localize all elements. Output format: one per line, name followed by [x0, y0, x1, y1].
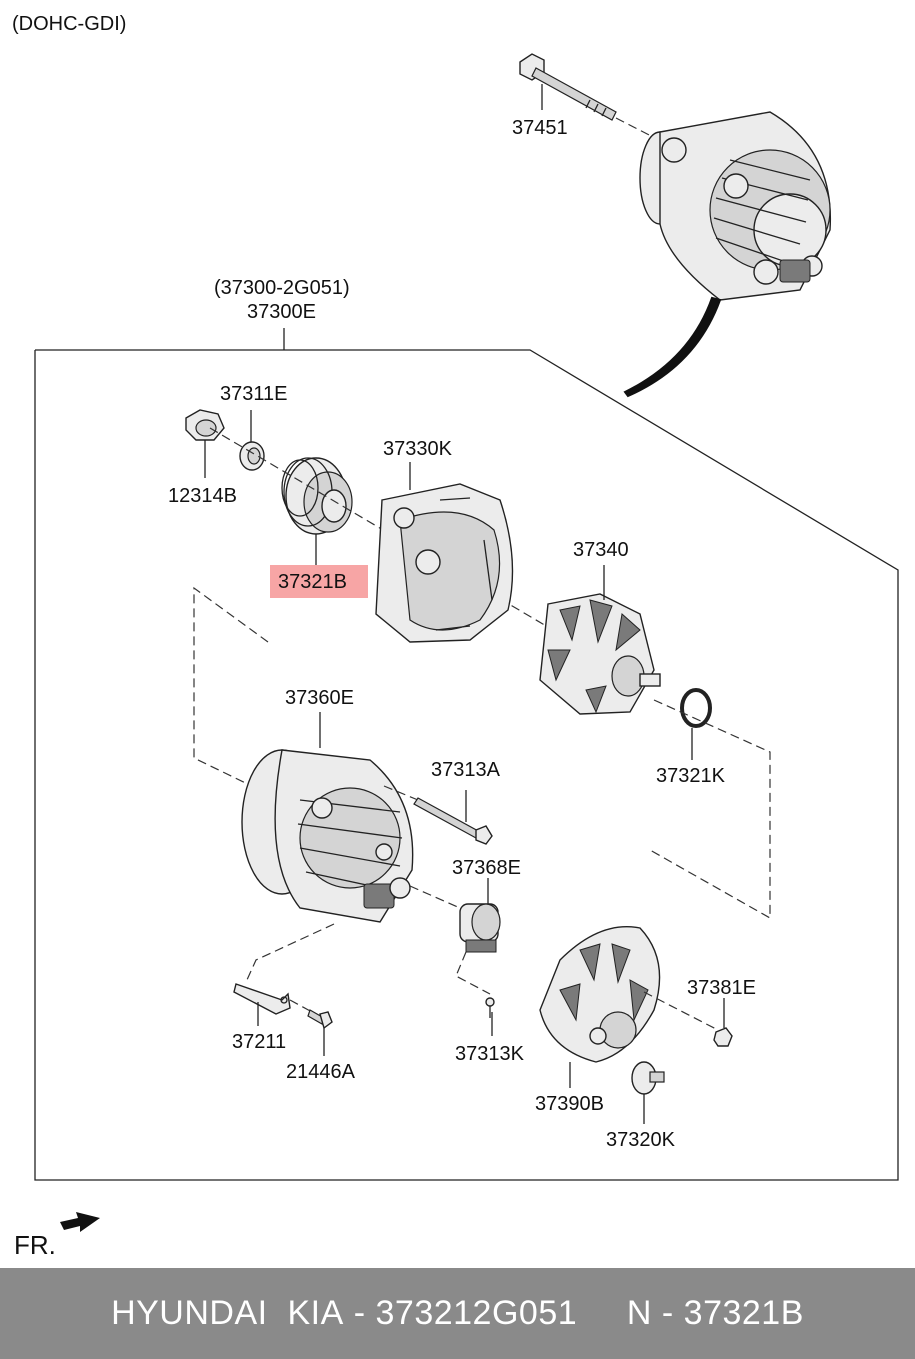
part-label-37340: 37340 — [573, 539, 629, 561]
part-label-37211: 37211 — [232, 1031, 286, 1053]
part-label-37321k: 37321K — [656, 765, 726, 787]
stator-rectifier-37360e — [241, 749, 414, 923]
footer-brand: HYUNDAI KIA — [111, 1294, 344, 1332]
part-label-21446a: 21446A — [286, 1061, 356, 1083]
part-label-37321b: 37321B — [278, 571, 347, 593]
nut-12314b — [185, 409, 225, 441]
highlight-box — [270, 565, 368, 598]
direction-label: FR. — [14, 1230, 56, 1260]
part-label-37368e: 37368E — [452, 857, 521, 879]
brush-holder-37368e — [459, 903, 501, 953]
nut-37381e — [713, 1027, 733, 1047]
terminal-37320k — [631, 1061, 665, 1095]
alternator-assembly-image — [639, 111, 832, 301]
bracket-37211 — [233, 983, 291, 1015]
engine-label: (DOHC-GDI) — [12, 13, 126, 35]
part-label-12314b: 12314B — [168, 485, 237, 507]
part-label-37381e: 37381E — [687, 977, 756, 999]
part-label-37311e: 37311E — [220, 383, 287, 405]
rear-cover-37390b — [539, 926, 661, 1063]
part-label-37330k: 37330K — [383, 438, 453, 460]
front-arrow-icon — [60, 1212, 100, 1232]
o-ring-37321k — [680, 688, 712, 728]
part-label-37313k: 37313K — [455, 1043, 525, 1065]
pulley-37321b — [281, 457, 353, 535]
footer-banner: HYUNDAI KIA - 373212G051 N - 37321B — [0, 1268, 915, 1359]
assembly-part-code: 37300E — [247, 301, 316, 323]
part-label-37390b: 37390B — [535, 1093, 604, 1115]
footer-separator-2: - — [651, 1294, 684, 1332]
footer-gap — [577, 1294, 627, 1333]
bolt-21446a — [307, 1009, 333, 1030]
footer-n-label: N — [626, 1294, 652, 1332]
assembly-part-number: (37300-2G051) — [214, 277, 350, 299]
rotor-37340 — [539, 593, 661, 715]
footer-separator: - — [343, 1294, 376, 1332]
part-label-37313a: 37313A — [431, 759, 501, 781]
footer-part-number: 373212G051 — [375, 1294, 578, 1332]
exploded-parts-diagram: (DOHC-GDI) 37451 (37300-2G051) 37300E — [12, 13, 899, 1260]
footer-catalog-number: 37321B — [683, 1294, 804, 1332]
assembly-boundary — [34, 349, 899, 1181]
part-label-37451: 37451 — [512, 117, 568, 139]
part-label-37320k: 37320K — [606, 1129, 676, 1151]
bolt-37313a — [413, 797, 493, 845]
curved-arrow-icon — [623, 296, 722, 398]
front-housing-37330k — [375, 483, 514, 643]
bolt-37451 — [519, 53, 617, 121]
spacer-37311e — [239, 441, 265, 471]
screw-37313k — [485, 997, 495, 1018]
part-label-37360e: 37360E — [285, 687, 354, 709]
